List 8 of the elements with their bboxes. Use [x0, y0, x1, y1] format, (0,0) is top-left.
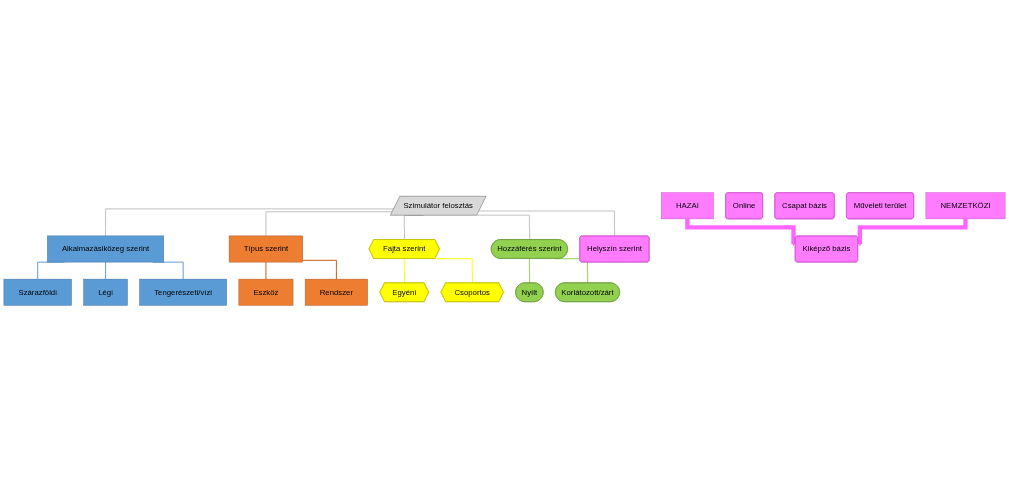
connector [302, 259, 337, 280]
connector [476, 214, 531, 241]
connector [478, 210, 616, 237]
connector [433, 258, 473, 284]
connector [403, 258, 405, 284]
connector [265, 261, 267, 280]
connector [528, 258, 531, 284]
connector [265, 211, 393, 237]
